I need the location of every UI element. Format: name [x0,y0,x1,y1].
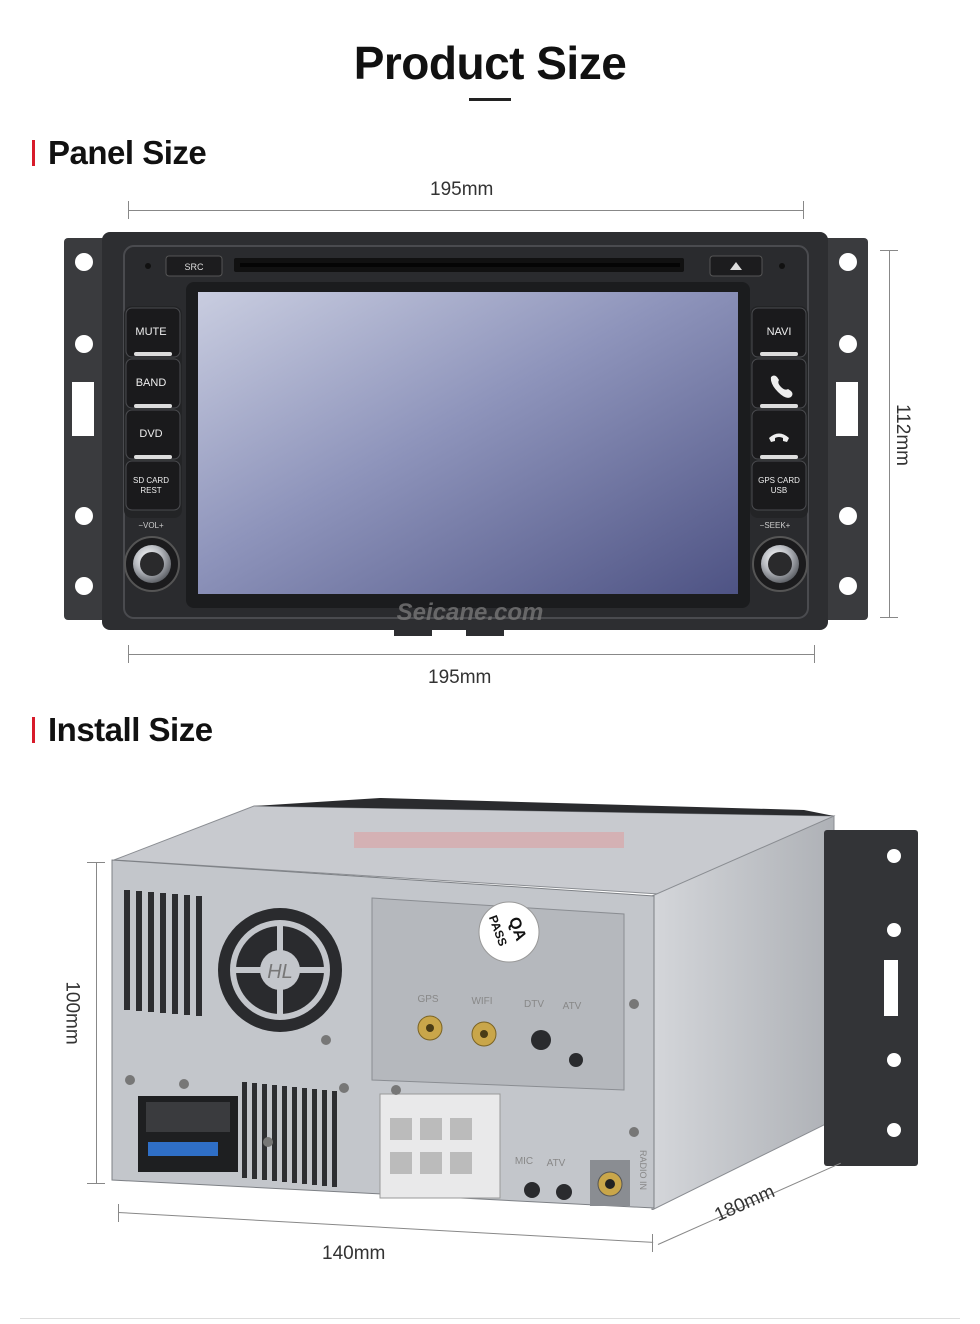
vol-label: −VOL+ [138,521,164,530]
head-unit-chassis-rear: HL QA PASS GPS WIFI DTV ATV MIC [111,798,918,1210]
watermark-text: Seicane.com [397,599,544,626]
panel-height-tick-bottom [880,617,898,618]
sd-card-label-line2: REST [140,486,161,495]
panel-bottom-width-tick-right [814,645,815,663]
radio-in-label: RADIO IN [638,1150,648,1190]
install-size-heading: Install Size [32,711,213,749]
install-width-label: 140mm [322,1243,386,1264]
seek-label: −SEEK+ [760,521,791,530]
install-width-tick-left [118,1204,119,1222]
sd-card-label-line1: SD CARD [133,476,169,485]
port-label-atv: ATV [563,1001,582,1012]
install-size-title: Install Size [48,711,213,748]
install-height-tick-top [87,862,105,863]
src-button-label: SRC [184,262,204,272]
mute-button-label: MUTE [135,326,166,338]
panel-size-title: Panel Size [48,134,207,171]
panel-height-tick-top [880,250,898,251]
panel-top-width-label: 195mm [430,179,494,200]
section-accent-bar [32,140,35,166]
install-height-line [96,862,97,1184]
install-width-line [117,1212,654,1243]
panel-height-line [889,250,890,618]
install-width-tick-right [652,1234,653,1252]
port-label-wifi: WIFI [471,996,492,1007]
navi-button-label: NAVI [767,326,792,338]
dvd-button-label: DVD [139,428,162,440]
panel-bottom-width-line [128,654,815,655]
panel-top-width-tick-left [128,201,129,219]
title-underline [469,98,511,101]
panel-bottom-width-tick-left [128,645,129,663]
head-unit-front-panel: SRC Seicane.com MUTE BAND DVD SD CARD RE… [64,232,868,636]
port-label-dtv: DTV [524,999,544,1010]
panel-top-width-line [128,210,804,211]
port-label-gps: GPS [417,994,438,1005]
gps-card-label-line1: GPS CARD [758,476,800,485]
band-button-label: BAND [136,377,167,389]
audio-label-mic: MIC [515,1156,533,1167]
panel-bottom-width-label: 195mm [428,667,492,688]
gps-card-label-line2: USB [771,486,787,495]
panel-height-label: 112mm [891,404,913,466]
fan-label: HL [267,961,293,983]
audio-label-atv: ATV [547,1158,566,1169]
install-height-tick-bottom [87,1183,105,1184]
install-height-label: 100mm [61,981,83,1045]
section-accent-bar [32,717,35,743]
panel-top-width-tick-right [803,201,804,219]
bottom-divider [20,1318,960,1319]
page-title: Product Size [353,37,627,89]
panel-size-heading: Panel Size [32,134,207,172]
